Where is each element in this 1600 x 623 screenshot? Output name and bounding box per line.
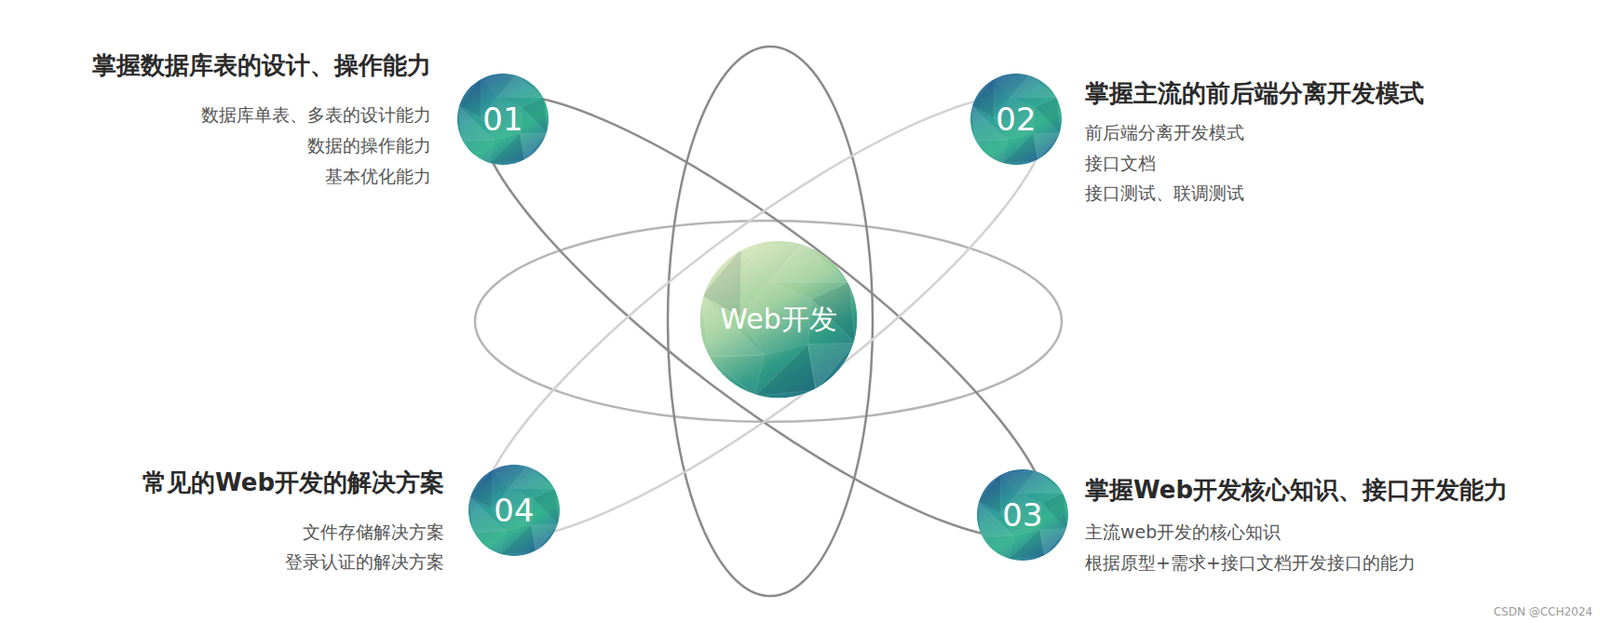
callout-number: 04	[467, 463, 561, 557]
topic-item: 基本优化能力	[325, 164, 432, 190]
watermark: CSDN @CCH2024	[1493, 605, 1593, 619]
topic-item: 文件存储解决方案	[302, 520, 445, 545]
topic-item: 接口测试、联调测试	[1084, 181, 1245, 206]
topic-item: 数据库单表、多表的设计能力	[201, 103, 432, 128]
orbit-ring	[474, 220, 1062, 422]
center-label: Web开发	[698, 239, 859, 400]
topic-sphere: 04常见的Web开发的解决方案文件存储解决方案登录认证的解决方案	[467, 463, 561, 557]
topic-heading: 掌握主流的前后端分离开发模式	[1084, 77, 1424, 110]
topic-heading: 掌握Web开发核心知识、接口开发能力	[1084, 474, 1508, 507]
orbit-ring	[433, 38, 1095, 596]
topic-sphere: 01掌握数据库表的设计、操作能力数据库单表、多表的设计能力数据的操作能力基本优化…	[456, 72, 550, 166]
topic-sphere: 02掌握主流的前后端分离开发模式前后端分离开发模式接口文档接口测试、联调测试	[969, 72, 1063, 166]
topic-heading: 常见的Web开发的解决方案	[142, 466, 445, 500]
callout-number: 02	[969, 72, 1063, 166]
topic-item: 根据原型+需求+接口文档开发接口的能力	[1084, 551, 1416, 576]
topic-item: 数据的操作能力	[307, 134, 432, 159]
topic-item: 前后端分离开发模式	[1084, 121, 1245, 146]
topic-item: 主流web开发的核心知识	[1084, 520, 1281, 545]
orbit-ring	[433, 38, 1095, 596]
callout-number: 03	[976, 468, 1070, 562]
orbit-ring	[667, 46, 873, 597]
callout-number: 01	[456, 72, 550, 166]
center-sphere: Web开发	[698, 239, 859, 400]
topic-item: 接口文档	[1084, 151, 1156, 177]
topic-item: 登录认证的解决方案	[284, 550, 445, 575]
topic-heading: 掌握数据库表的设计、操作能力	[92, 49, 432, 82]
topic-sphere: 03掌握Web开发核心知识、接口开发能力主流web开发的核心知识根据原型+需求+…	[976, 468, 1070, 562]
